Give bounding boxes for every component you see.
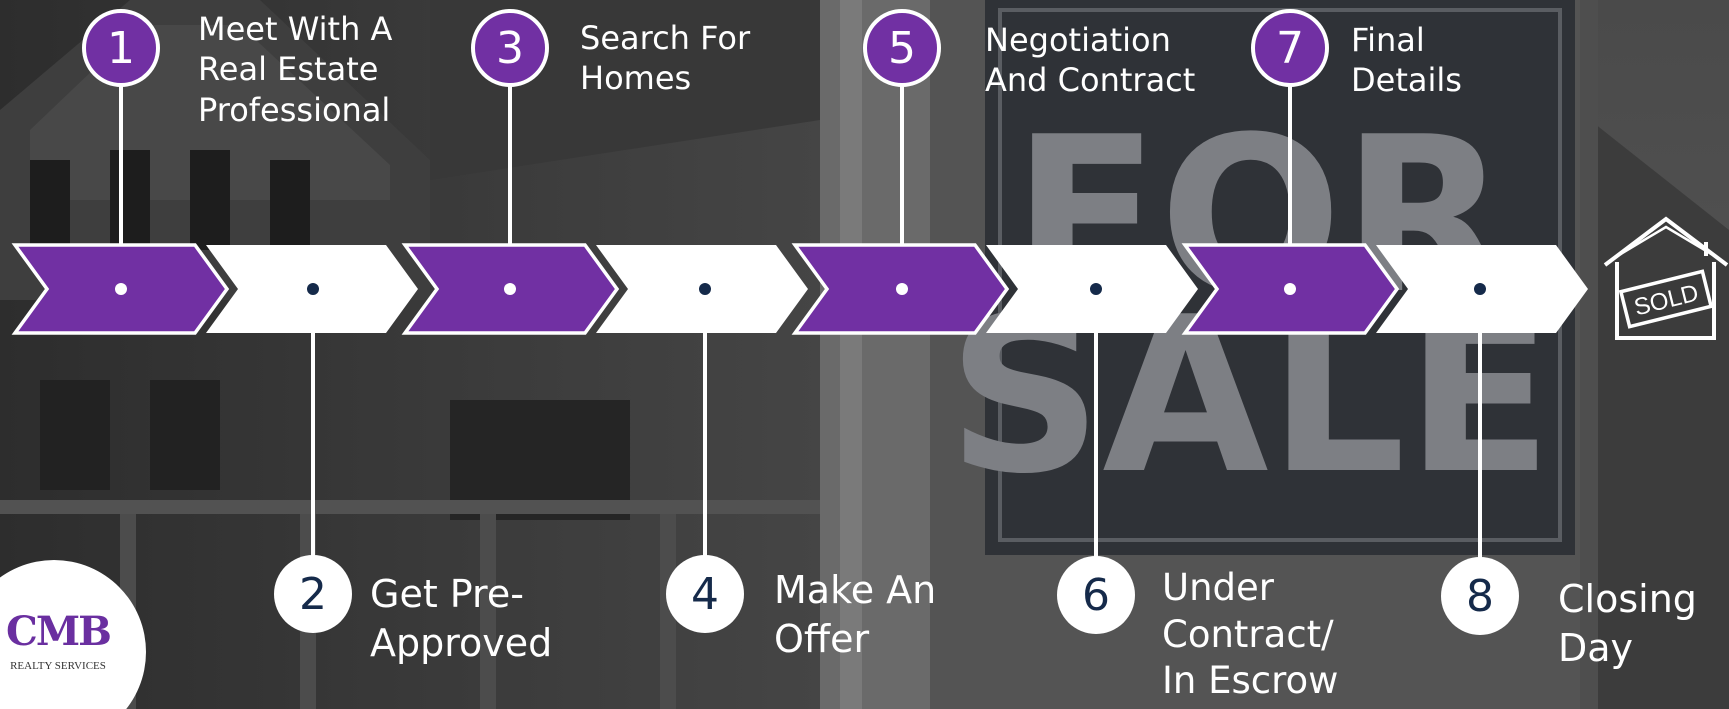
step-6-label: Under Contract/ In Escrow [1162,566,1339,703]
step-8-number: 8 [1441,557,1519,635]
timeline-dot-5 [896,283,908,295]
timeline-dot-7 [1284,283,1296,295]
step-2-number: 2 [274,555,352,633]
timeline-dot-1 [115,283,127,295]
step-8-label: Closing Day [1558,577,1697,670]
sold-house-icon: SOLD [1603,216,1729,340]
logo-subtitle: REALTY SERVICES [10,660,106,672]
step-5-number: 5 [863,9,941,87]
step-4-number: 4 [666,555,744,633]
step-1-label: Meet With A Real Estate Professional [198,10,393,129]
step-4-label: Make An Offer [774,568,937,661]
timeline-dot-2 [307,283,319,295]
step-6-number: 6 [1057,556,1135,634]
timeline-dot-6 [1090,283,1102,295]
timeline-dot-3 [504,283,516,295]
step-2-label: Get Pre- Approved [370,572,553,665]
timeline-chevrons [11,243,1588,335]
step-7-label: Final Details [1351,21,1462,100]
step-7-number: 7 [1251,9,1329,87]
step-5-label: Negotiation And Contract [985,21,1196,100]
timeline-dot-4 [699,283,711,295]
step-3-number: 3 [471,9,549,87]
timeline-dot-8 [1474,283,1486,295]
step-3-label: Search For Homes [580,19,751,98]
timeline-dots [115,283,1486,295]
logo-mark: CMB [6,608,112,655]
step-1-number: 1 [82,9,160,87]
